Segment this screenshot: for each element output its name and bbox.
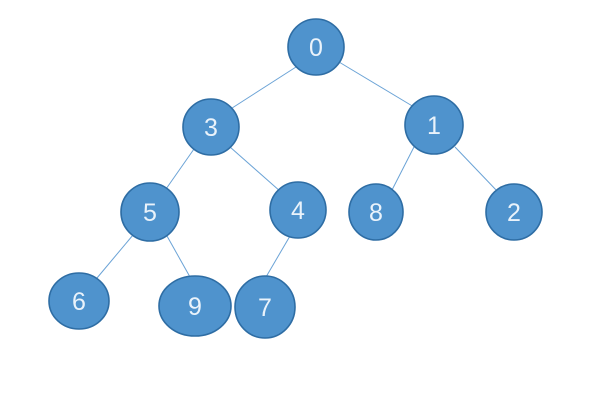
tree-node-6[interactable]: 6 bbox=[48, 272, 110, 330]
tree-edge-n1-n8 bbox=[391, 144, 416, 191]
tree-node-shape-7[interactable] bbox=[234, 275, 296, 339]
edges-layer bbox=[96, 61, 499, 279]
tree-node-shape-3[interactable] bbox=[182, 98, 240, 156]
tree-node-shape-9[interactable] bbox=[158, 275, 232, 337]
tree-node-3[interactable]: 3 bbox=[182, 98, 240, 156]
tree-node-0[interactable]: 0 bbox=[287, 18, 345, 76]
tree-node-5[interactable]: 5 bbox=[120, 182, 180, 242]
tree-node-9[interactable]: 9 bbox=[158, 275, 232, 337]
tree-node-1[interactable]: 1 bbox=[404, 95, 464, 155]
tree-node-4[interactable]: 4 bbox=[269, 181, 327, 239]
tree-edge-n0-n3 bbox=[228, 66, 297, 111]
tree-edge-n3-n5 bbox=[165, 148, 195, 190]
tree-node-shape-4[interactable] bbox=[269, 181, 327, 239]
tree-node-7[interactable]: 7 bbox=[234, 275, 296, 339]
tree-node-shape-8[interactable] bbox=[348, 183, 404, 241]
tree-node-shape-6[interactable] bbox=[48, 272, 110, 330]
tree-node-shape-2[interactable] bbox=[485, 183, 543, 241]
tree-edge-n3-n4 bbox=[229, 146, 282, 193]
tree-node-shape-0[interactable] bbox=[287, 18, 345, 76]
tree-edge-n5-n9 bbox=[166, 235, 191, 278]
tree-node-shape-1[interactable] bbox=[404, 95, 464, 155]
tree-edge-n4-n7 bbox=[265, 235, 291, 278]
tree-edge-n0-n1 bbox=[338, 61, 415, 108]
tree-node-8[interactable]: 8 bbox=[348, 183, 404, 241]
tree-node-shape-5[interactable] bbox=[120, 182, 180, 242]
tree-edge-n1-n2 bbox=[454, 146, 499, 193]
tree-edge-n5-n6 bbox=[96, 234, 134, 279]
tree-node-2[interactable]: 2 bbox=[485, 183, 543, 241]
